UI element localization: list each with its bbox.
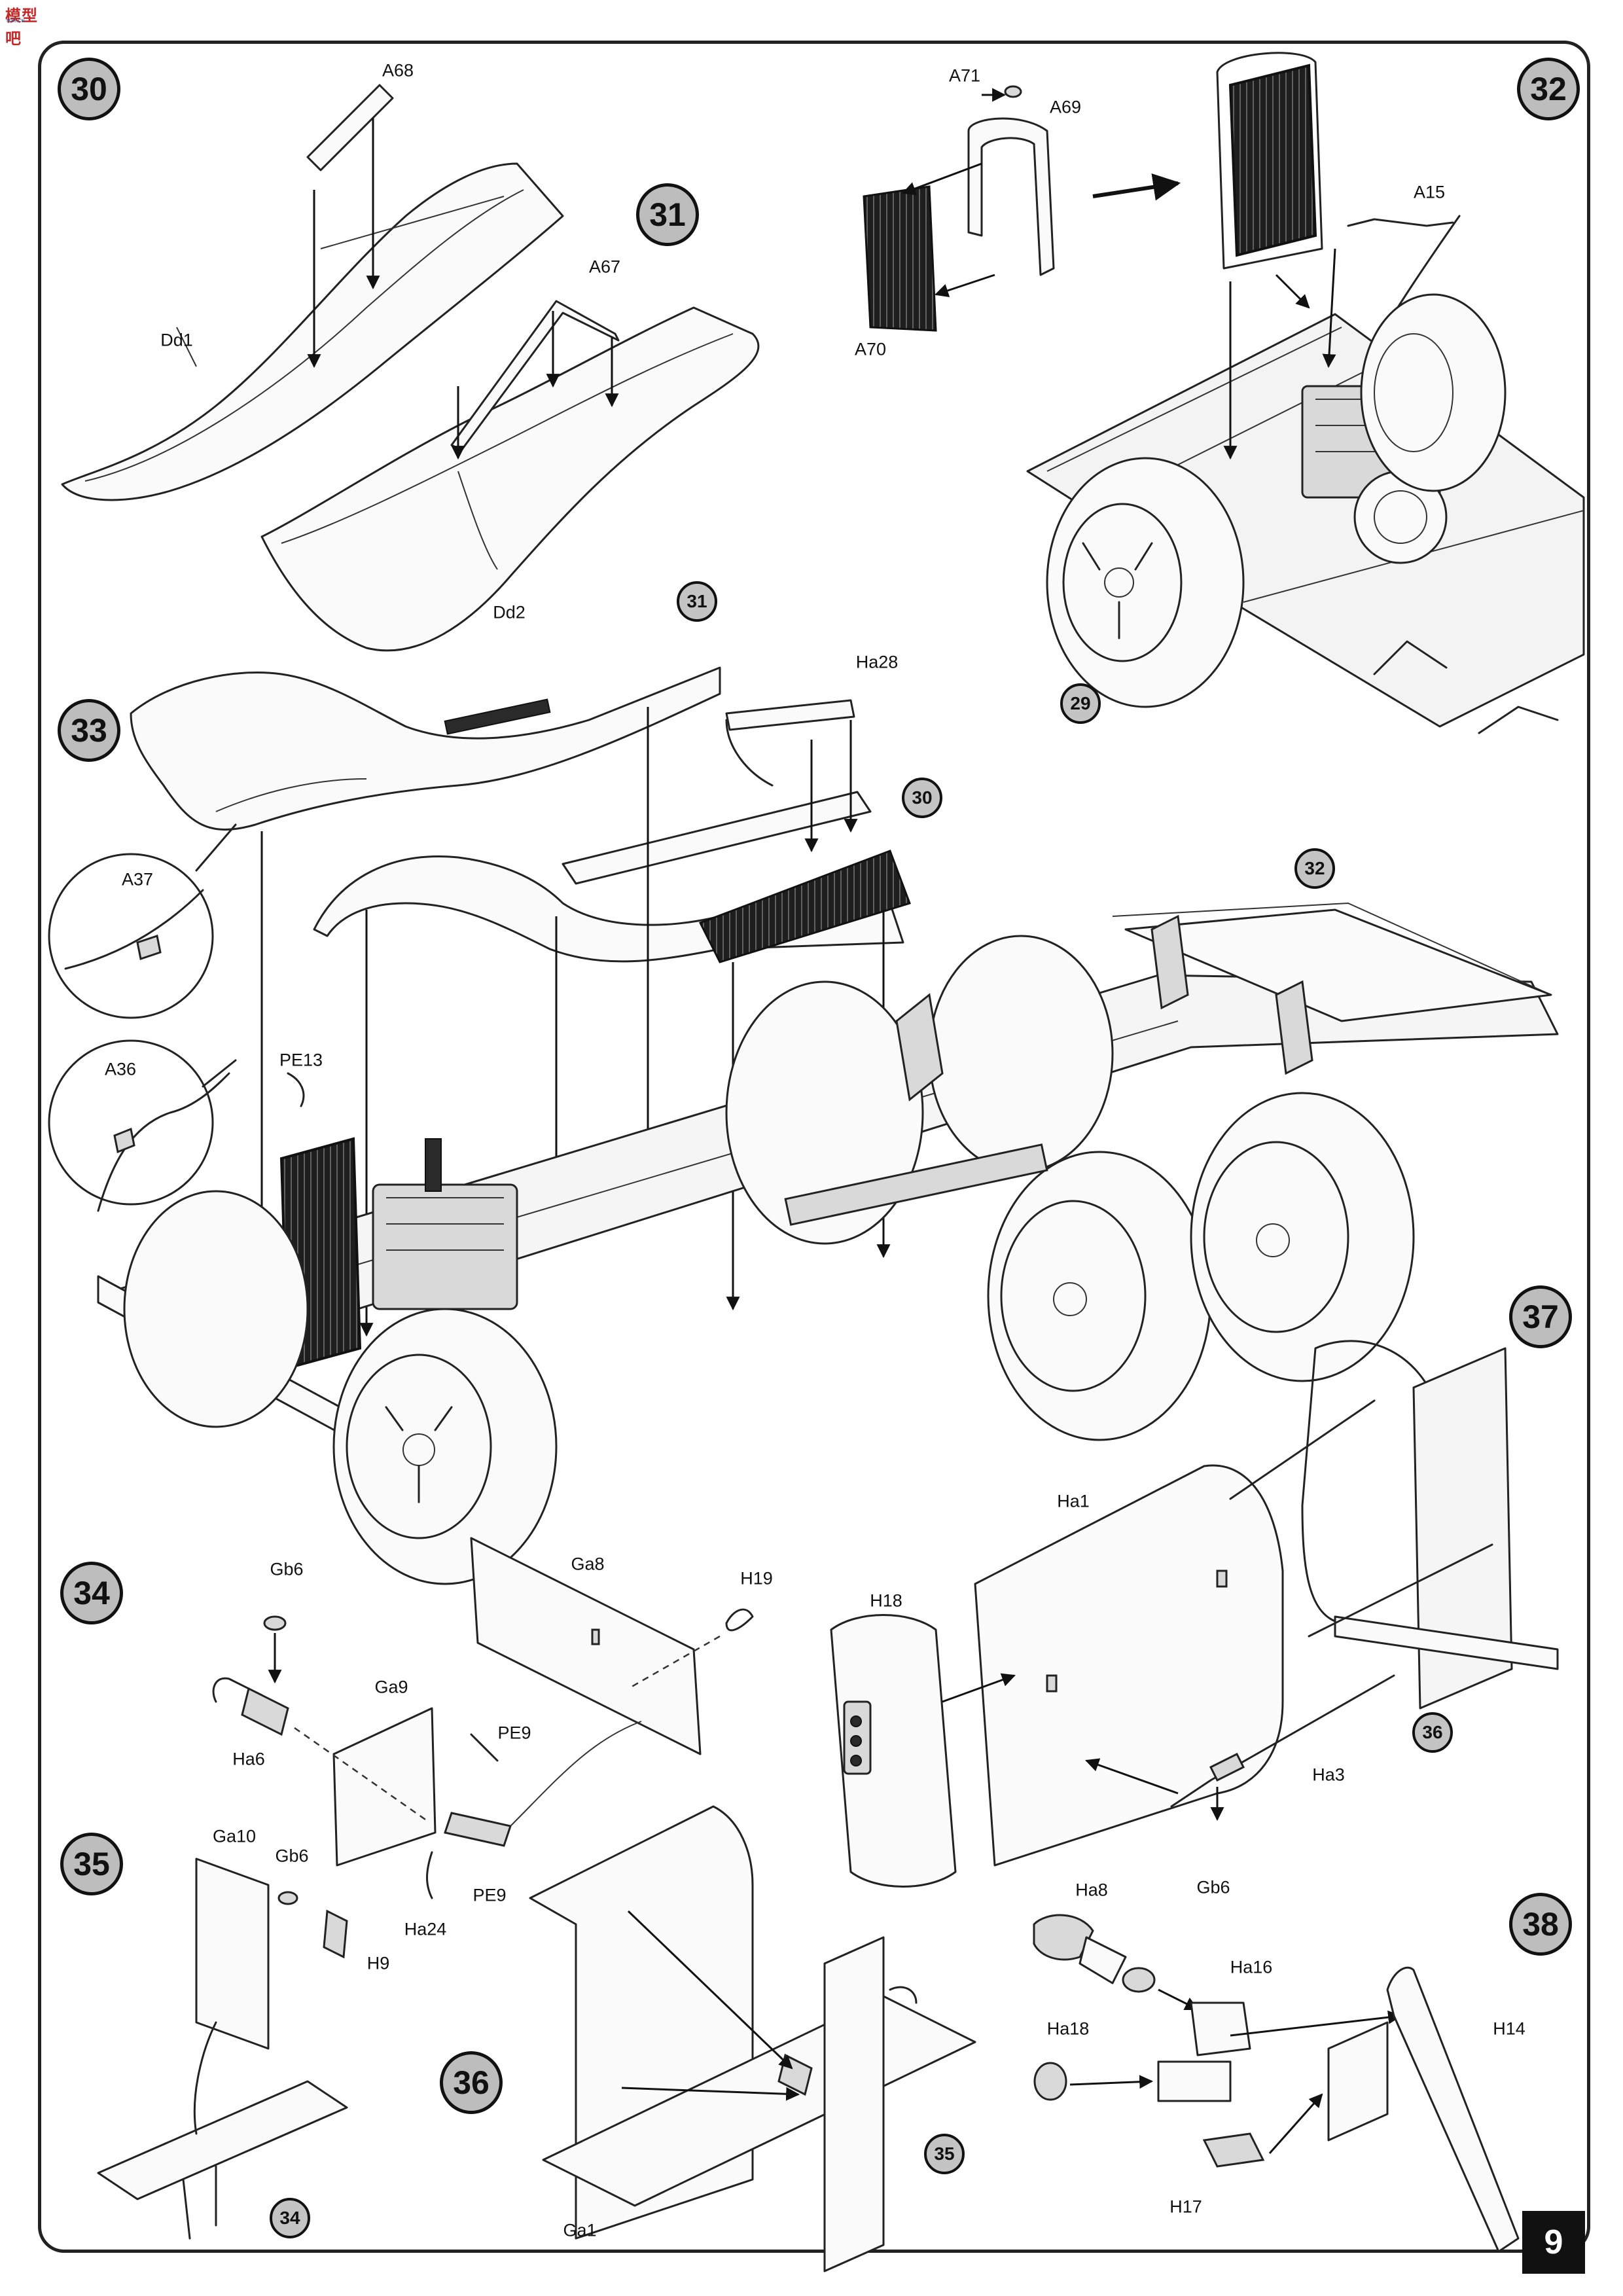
watermark-logo: 模型吧 MX8.CN <box>5 3 47 48</box>
step-36-badge: 36 <box>440 2051 503 2114</box>
label-A70: A70 <box>854 339 887 359</box>
label-Ga10: Ga10 <box>212 1826 257 1846</box>
step36-art <box>529 1805 976 2272</box>
step-33-badge: 33 <box>58 699 120 762</box>
label-PE9-a: PE9 <box>497 1723 531 1743</box>
label-Ga8: Ga8 <box>571 1554 605 1574</box>
ref-34-badge: 34 <box>270 2198 310 2238</box>
label-Ha16: Ha16 <box>1230 1957 1273 1977</box>
step-37-badge: 37 <box>1509 1285 1572 1348</box>
step-31-badge: 31 <box>636 183 699 246</box>
step35-art <box>97 1857 348 2240</box>
label-A37: A37 <box>121 869 154 889</box>
label-PE13: PE13 <box>279 1050 323 1070</box>
step38-art <box>1033 1914 1520 2253</box>
label-Ha3: Ha3 <box>1312 1765 1345 1785</box>
label-A68: A68 <box>382 60 414 81</box>
step34-art <box>212 1537 754 1899</box>
step31-art <box>260 300 760 652</box>
step-35-badge: 35 <box>60 1833 123 1895</box>
logo-text: 模型吧 <box>5 7 38 48</box>
label-H17: H17 <box>1169 2197 1202 2217</box>
label-Dd2: Dd2 <box>493 602 526 622</box>
step-32-badge: 32 <box>1517 58 1580 120</box>
label-Ha18: Ha18 <box>1046 2018 1090 2039</box>
step30-art <box>61 84 564 501</box>
ref-36-badge: 36 <box>1412 1712 1453 1753</box>
ref-35-badge: 35 <box>924 2134 965 2174</box>
page-frame <box>38 41 1590 2253</box>
label-Dd1: Dd1 <box>160 330 193 350</box>
label-H14: H14 <box>1493 2018 1525 2039</box>
logo-subtext: MX8.CN <box>7 18 25 24</box>
label-A69: A69 <box>1049 97 1082 117</box>
label-A71: A71 <box>948 65 981 86</box>
label-Ga9: Ga9 <box>374 1677 408 1697</box>
label-Ha1: Ha1 <box>1057 1491 1090 1511</box>
step-38-badge: 38 <box>1509 1893 1572 1956</box>
ref-32-badge: 32 <box>1294 848 1335 889</box>
step-30-badge: 30 <box>58 58 120 120</box>
label-A36: A36 <box>104 1059 137 1079</box>
step37-art <box>830 1340 1559 1888</box>
step-34-badge: 34 <box>60 1562 123 1624</box>
label-A67: A67 <box>588 257 621 277</box>
label-H19: H19 <box>740 1568 773 1588</box>
ref-30-badge: 30 <box>902 778 942 818</box>
label-PE9-b: PE9 <box>473 1885 507 1905</box>
label-Ga1: Ga1 <box>563 2220 597 2240</box>
step32-art <box>863 52 1585 734</box>
label-Ha24: Ha24 <box>404 1919 447 1939</box>
label-Ha6: Ha6 <box>232 1749 265 1769</box>
label-A15: A15 <box>1413 182 1446 202</box>
label-Ha28: Ha28 <box>855 652 899 672</box>
ref-31-badge: 31 <box>677 581 717 622</box>
label-Gb6-top: Gb6 <box>270 1559 304 1579</box>
ref-29-badge: 29 <box>1060 683 1101 724</box>
label-H9: H9 <box>366 1953 390 1973</box>
label-Ha8: Ha8 <box>1075 1880 1108 1900</box>
label-Gb6-35: Gb6 <box>275 1846 309 1866</box>
label-Gb6-tank: Gb6 <box>1196 1877 1230 1897</box>
label-H18: H18 <box>870 1590 902 1611</box>
step33-art <box>48 666 1559 1585</box>
page-number: 9 <box>1522 2211 1585 2274</box>
